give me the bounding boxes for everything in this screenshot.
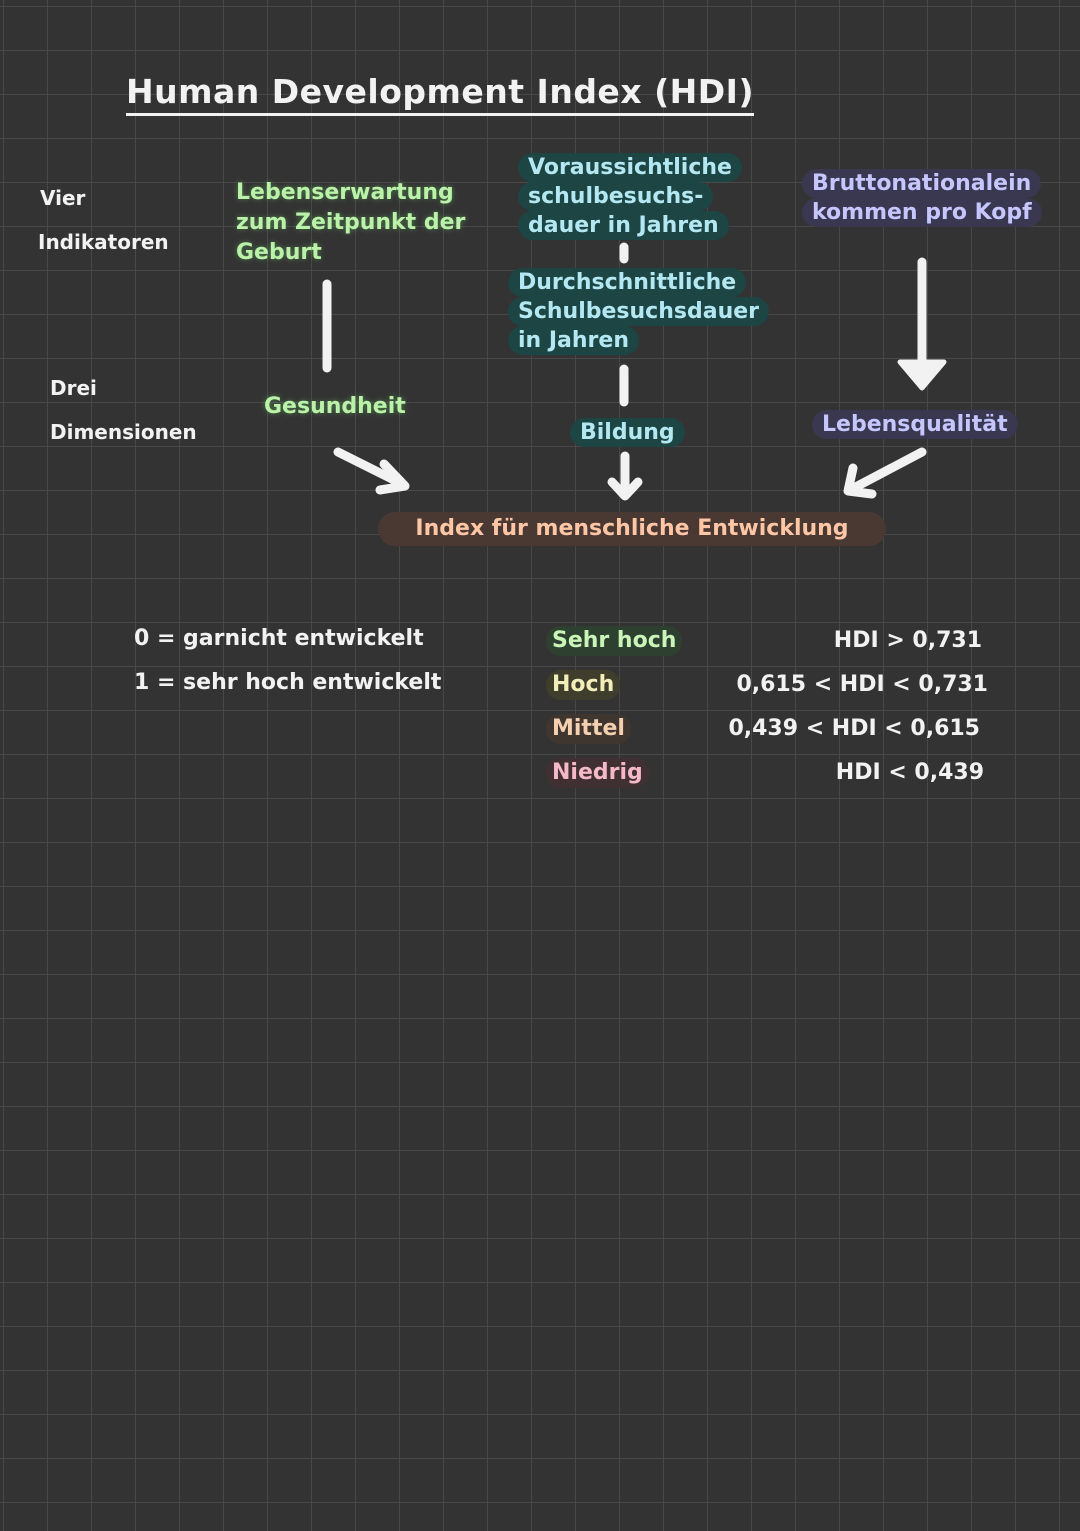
category-low-label: Niedrig xyxy=(546,758,649,788)
arrow-health-index-head xyxy=(375,459,410,495)
dimension-living-standard: Lebensqualität xyxy=(812,410,1018,439)
indicator-mean-schooling: Durchschnittliche Schulbesuchsdauer in J… xyxy=(508,268,770,355)
index-human-development: Index für menschliche Entwicklung xyxy=(378,512,886,546)
category-high-label: Hoch xyxy=(546,670,621,700)
arrow-living-standard-index xyxy=(845,447,927,495)
page-title: Human Development Index (HDI) xyxy=(126,72,755,116)
indicator-expected-schooling-line-2: schulbesuchs- xyxy=(518,182,714,211)
indicator-life-expectancy: Lebenserwartung zum Zeitpunkt der Geburt xyxy=(236,178,465,268)
indicator-life-expectancy-line-2: zum Zeitpunkt der xyxy=(236,210,466,235)
arrow-gni-living-standard-head xyxy=(897,359,947,391)
row-label-dimensionen: Dimensionen xyxy=(50,420,197,444)
category-medium-range: 0,439 < HDI < 0,615 xyxy=(728,716,980,741)
category-very-high-range: HDI > 0,731 xyxy=(833,628,982,653)
indicator-gni: Bruttonationalein kommen pro Kopf xyxy=(802,169,1042,227)
dimension-education: Bildung xyxy=(570,418,685,447)
indicator-mean-schooling-line-1: Durchschnittliche xyxy=(508,268,747,297)
category-low-range: HDI < 0,439 xyxy=(835,760,984,785)
indicator-gni-line-1: Bruttonationalein xyxy=(802,169,1042,198)
indicator-life-expectancy-line-3: Geburt xyxy=(236,240,322,265)
indicator-mean-schooling-line-2: Schulbesuchsdauer xyxy=(508,297,770,326)
indicator-gni-line-2: kommen pro Kopf xyxy=(802,198,1042,227)
arrow-living-standard-index-head xyxy=(843,463,877,499)
scale-zero: 0 = garnicht entwickelt xyxy=(134,626,424,651)
scale-one: 1 = sehr hoch entwickelt xyxy=(134,670,442,695)
category-high-range: 0,615 < HDI < 0,731 xyxy=(736,672,988,697)
indicator-life-expectancy-line-1: Lebenserwartung xyxy=(236,180,454,205)
indicator-expected-schooling-line-1: Voraussichtliche xyxy=(518,153,742,182)
category-medium-label: Mittel xyxy=(546,714,631,744)
row-label-drei: Drei xyxy=(50,376,97,400)
indicator-expected-schooling-line-3: dauer in Jahren xyxy=(518,211,729,240)
arrow-education-index-head xyxy=(607,477,643,501)
row-label-vier: Vier xyxy=(40,186,86,210)
category-very-high-label: Sehr hoch xyxy=(546,626,683,656)
dimension-health: Gesundheit xyxy=(264,394,406,419)
indicator-expected-schooling: Voraussichtliche schulbesuchs- dauer in … xyxy=(518,153,742,240)
row-label-indikatoren: Indikatoren xyxy=(38,230,169,254)
indicator-mean-schooling-line-3: in Jahren xyxy=(508,326,639,355)
